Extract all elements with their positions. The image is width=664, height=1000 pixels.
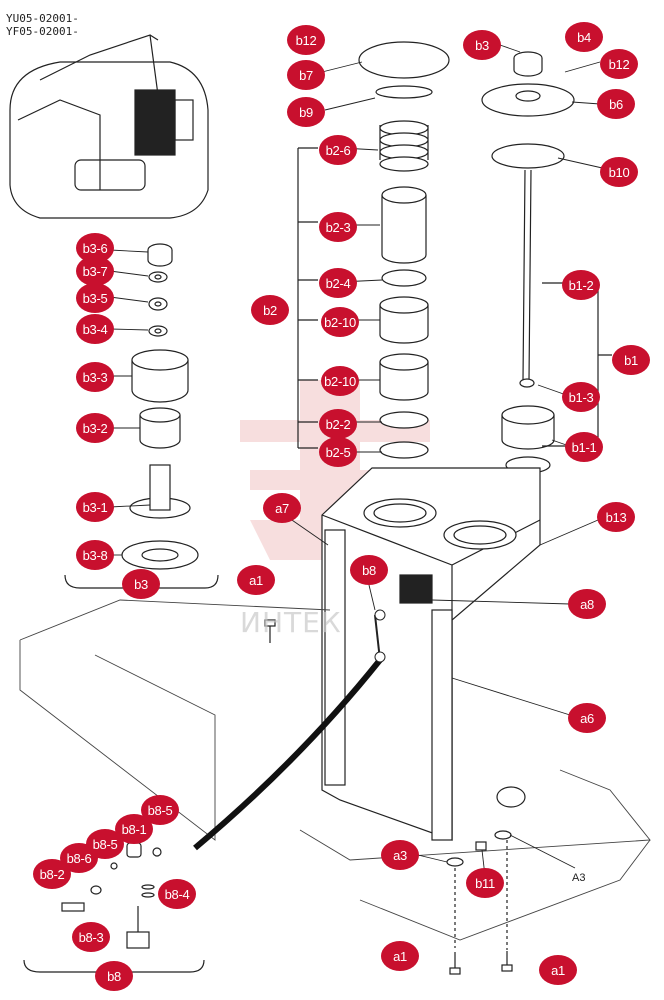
callout-b3-8[interactable]: b3-8 [76, 540, 114, 570]
callout-b12-top[interactable]: b12 [287, 25, 325, 55]
b1-parts [481, 51, 612, 474]
model-code-yf05: YF05-02001- [6, 25, 79, 38]
watermark-text: ИНТЕК [240, 606, 342, 639]
b3-parts [64, 243, 219, 589]
callout-a7[interactable]: a7 [263, 493, 301, 523]
callout-b1-2[interactable]: b1-2 [562, 270, 600, 300]
callout-b2-4[interactable]: b2-4 [319, 268, 357, 298]
callout-b3-1[interactable]: b3-1 [76, 492, 114, 522]
callout-b3-top[interactable]: b3 [463, 30, 501, 60]
callout-b1-1[interactable]: b1-1 [565, 432, 603, 462]
callout-b3-group[interactable]: b3 [122, 569, 160, 599]
callout-a6[interactable]: a6 [568, 703, 606, 733]
callout-b12-right[interactable]: b12 [600, 49, 638, 79]
callout-b10[interactable]: b10 [600, 157, 638, 187]
model-code-yu05: YU05-02001- [6, 12, 79, 25]
callout-b9[interactable]: b9 [287, 97, 325, 127]
callout-b3-4[interactable]: b3-4 [76, 314, 114, 344]
callout-b8-top[interactable]: b8 [350, 555, 388, 585]
callout-b11[interactable]: b11 [466, 868, 504, 898]
callout-b6[interactable]: b6 [597, 89, 635, 119]
callout-b8-3[interactable]: b8-3 [72, 922, 110, 952]
callout-b3-3[interactable]: b3-3 [76, 362, 114, 392]
callout-a3[interactable]: a3 [381, 840, 419, 870]
callout-b1[interactable]: b1 [612, 345, 650, 375]
callout-b8-4[interactable]: b8-4 [158, 879, 196, 909]
callout-a1-bottom-right[interactable]: a1 [539, 955, 577, 985]
callout-b3-5[interactable]: b3-5 [76, 283, 114, 313]
callout-b2-2[interactable]: b2-2 [319, 409, 357, 439]
callout-b8-5-left[interactable]: b8-5 [86, 829, 124, 859]
b2-parts [297, 41, 450, 459]
callout-b2-10-lower[interactable]: b2-10 [321, 366, 359, 396]
hydraulic-tank [321, 467, 541, 841]
callout-b3-7[interactable]: b3-7 [76, 256, 114, 286]
leader-lines [109, 44, 621, 877]
callout-b7[interactable]: b7 [287, 60, 325, 90]
callout-b2-10-upper[interactable]: b2-10 [321, 307, 359, 337]
callout-b4[interactable]: b4 [565, 22, 603, 52]
callout-b13[interactable]: b13 [597, 502, 635, 532]
b8-pointer-arrow [193, 658, 383, 851]
callout-a1-mid[interactable]: a1 [237, 565, 275, 595]
callout-b8-2[interactable]: b8-2 [33, 859, 71, 889]
bolts [264, 619, 513, 975]
callout-b3-6[interactable]: b3-6 [76, 233, 114, 263]
label-a3-small: A3 [572, 872, 586, 884]
callout-b8-group[interactable]: b8 [95, 961, 133, 991]
callout-a8[interactable]: a8 [568, 589, 606, 619]
excavator-thumbnail [9, 34, 209, 219]
chassis-frame [19, 599, 651, 941]
callout-b2-5[interactable]: b2-5 [319, 437, 357, 467]
callout-b2-3[interactable]: b2-3 [319, 212, 357, 242]
callout-b3-2[interactable]: b3-2 [76, 413, 114, 443]
callout-a1-bottom-left[interactable]: a1 [381, 941, 419, 971]
callout-b8-6[interactable]: b8-6 [60, 843, 98, 873]
callout-b2-6[interactable]: b2-6 [319, 135, 357, 165]
callout-b1-3[interactable]: b1-3 [562, 382, 600, 412]
callout-b2[interactable]: b2 [251, 295, 289, 325]
